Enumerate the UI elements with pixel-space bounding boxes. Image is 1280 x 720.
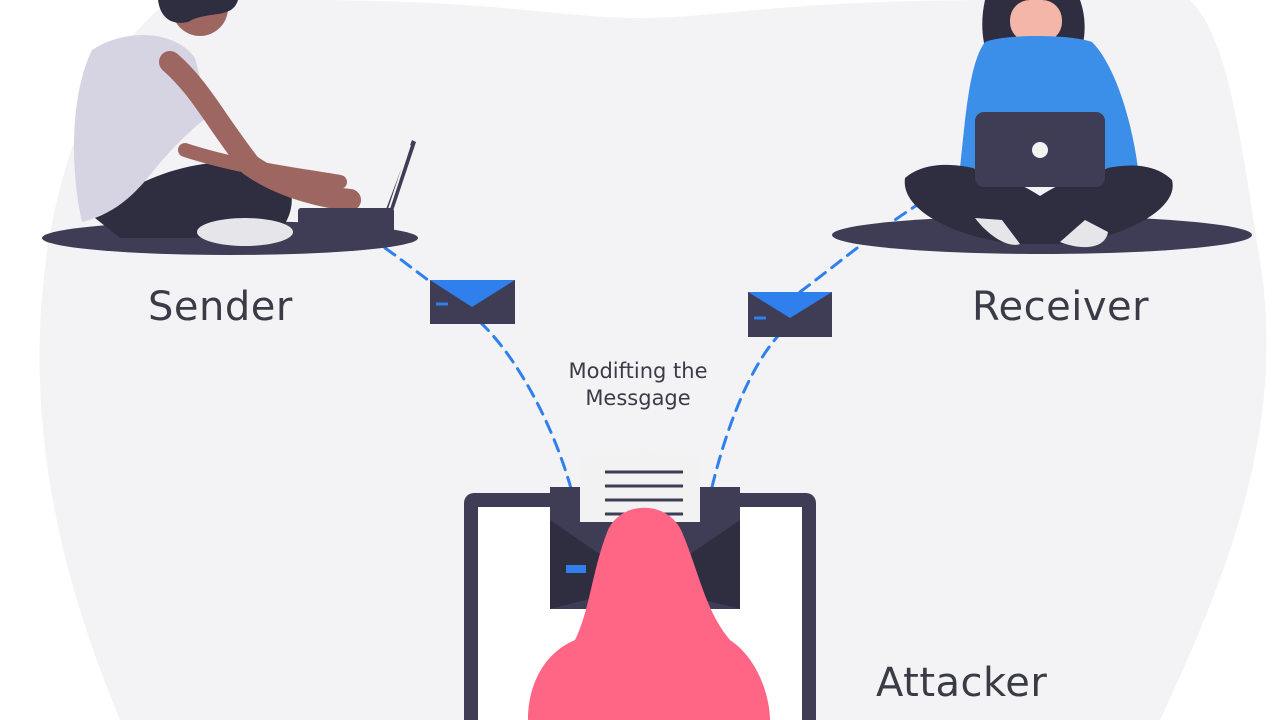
sender-figure: [42, 0, 418, 255]
modifying-message-line-2: Messgage: [585, 386, 691, 410]
dashed-path-attacker-to-envelope: [710, 334, 780, 489]
sender-label: Sender: [148, 284, 293, 330]
envelope-icon: [430, 280, 515, 324]
modifying-message-label: Modifting the Messgage: [538, 358, 738, 412]
receiver-figure: [832, 0, 1252, 254]
receiver-label: Receiver: [972, 284, 1150, 330]
attacker-label: Attacker: [876, 660, 1048, 706]
modifying-message-line-1: Modifting the: [568, 359, 708, 383]
envelope-icon: [748, 292, 832, 337]
dashed-path-envelope-to-attacker: [478, 320, 574, 494]
attacker-figure: [464, 444, 816, 720]
